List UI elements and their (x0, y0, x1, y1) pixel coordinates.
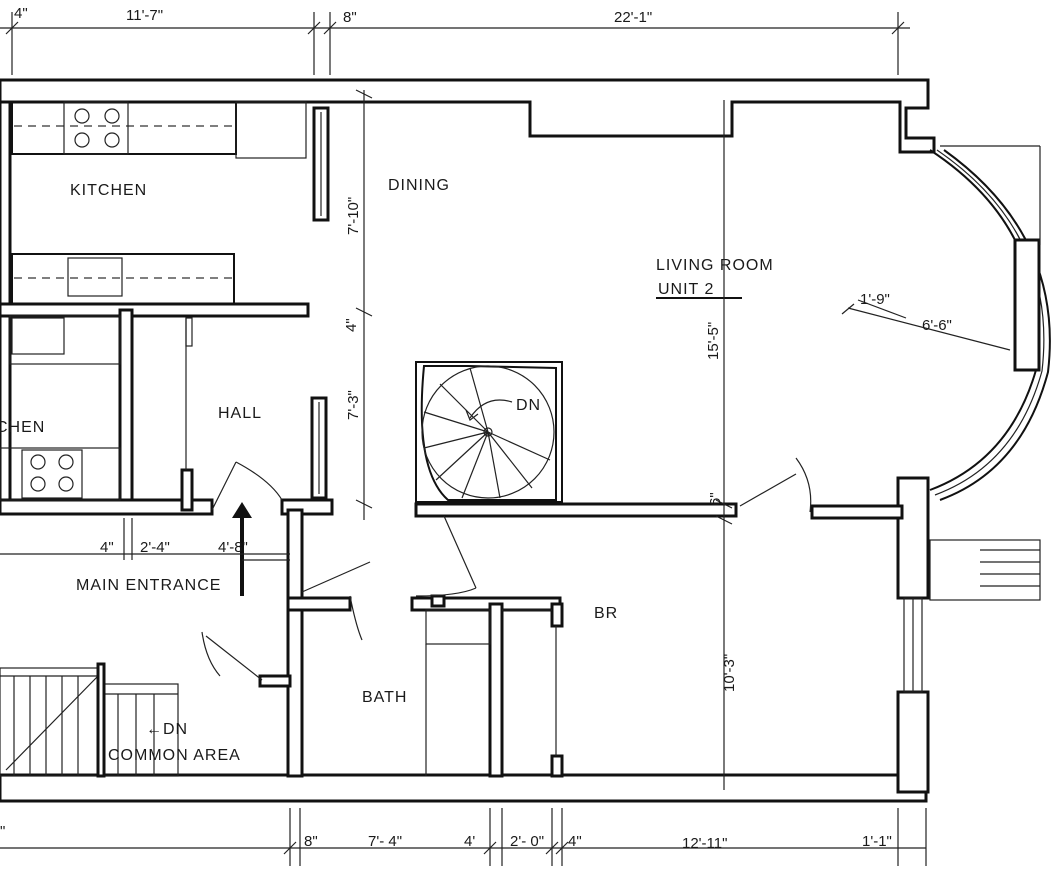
stair-label-dn: DN (516, 397, 541, 414)
dim-bottom-left: " (0, 823, 5, 840)
interior-walls (0, 106, 904, 778)
exterior-steps (929, 539, 1041, 601)
dim-living-15-5: 15'-5" (705, 322, 722, 360)
top-dimension-line (0, 12, 910, 75)
room-label-living: LIVING ROOM (656, 257, 774, 274)
dim-bay-6-6: 6'-6" (922, 317, 952, 334)
dim-bottom-4b: 4" (568, 833, 582, 850)
room-label-kitchen: KITCHEN (70, 182, 147, 199)
entrance-arrow-icon (232, 502, 290, 596)
room-label-hall: HALL (218, 405, 262, 422)
dim-top-11-7: 11'-7" (126, 7, 163, 24)
dim-entrance-4-8: 4'-8" (218, 539, 248, 556)
dim-top-22-1: 22'-1" (614, 9, 652, 26)
entrance-dimension-line (0, 518, 290, 560)
dim-gap-4: 4" (343, 318, 360, 332)
dim-bottom-2-0: 2'- 0" (510, 833, 544, 850)
dining-vertical-dimension (355, 89, 373, 520)
room-label-bath: BATH (362, 689, 407, 706)
common-stair (0, 662, 179, 778)
door-swings (201, 457, 812, 681)
kitchen-counters (11, 101, 307, 305)
dim-bottom-4a: 4' (464, 833, 475, 850)
dim-top-8: 8" (343, 9, 357, 26)
room-label-main-entrance: MAIN ENTRANCE (76, 577, 221, 594)
dim-hall-7-3: 7'-3" (345, 390, 362, 420)
kitchen-stove (63, 101, 129, 155)
dim-bay-1-9: 1'-9" (860, 291, 890, 308)
stair-label-common-dn: ←DN (146, 721, 188, 738)
dim-bottom-12-11: 12'-11" (682, 835, 727, 852)
dim-entrance-4: 4" (100, 539, 114, 556)
room-label-kitchen-partial: CHEN (0, 419, 45, 436)
bath-fixtures (425, 609, 557, 776)
kitchen-details (0, 315, 193, 501)
room-label-br: BR (594, 605, 618, 622)
dim-wall-6: 6" (707, 492, 724, 506)
dim-entrance-2-4: 2'-4" (140, 539, 170, 556)
room-label-dining: DINING (388, 177, 450, 194)
living-vertical-dimension (715, 100, 733, 790)
right-window (903, 597, 923, 693)
dim-dining-7-10: 7'-10" (345, 197, 362, 235)
bay-window (929, 145, 1051, 501)
dim-bottom-1-1: 1'-1" (862, 833, 892, 850)
dim-bottom-7-4: 7'- 4" (368, 833, 402, 850)
bay-dimension-lines (841, 299, 1011, 351)
bottom-dimension-line (0, 808, 927, 866)
room-label-unit: UNIT 2 (658, 281, 714, 298)
dim-top-4: 4" (14, 5, 28, 22)
dim-bottom-8: 8" (304, 833, 318, 850)
room-label-common-area: COMMON AREA (108, 747, 241, 764)
spiral-staircase (415, 361, 563, 503)
dim-br-10-3: 10'-3" (721, 654, 738, 692)
